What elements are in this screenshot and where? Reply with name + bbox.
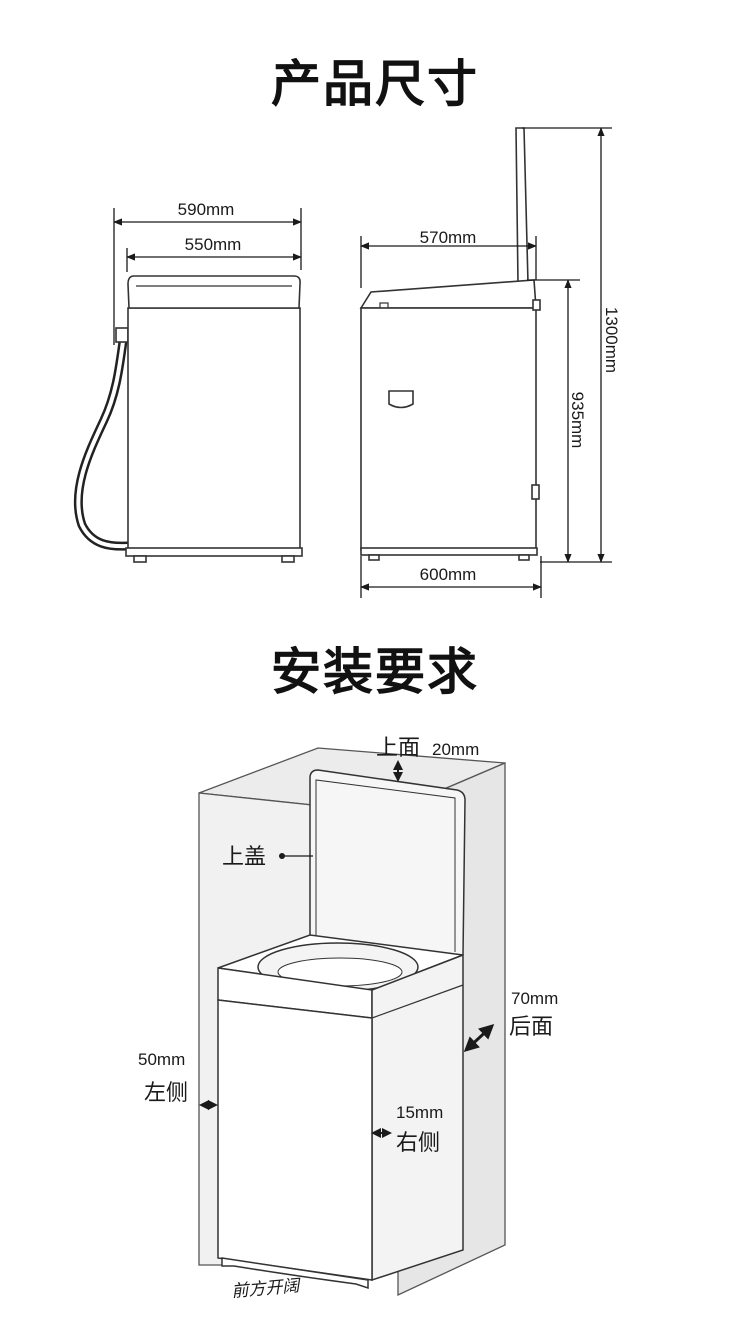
installation-requirements-title: 安装要求: [271, 643, 479, 701]
left-clearance-value: 50mm: [138, 1050, 185, 1069]
side-depth-top-label: 570mm: [420, 228, 477, 247]
back-clearance-value: 70mm: [511, 989, 558, 1008]
side-depth-bottom-label: 600mm: [420, 565, 477, 584]
back-clearance-label: 后面: [509, 1014, 553, 1039]
side-view-washer: [359, 127, 541, 561]
installation-washer: [217, 769, 466, 1290]
product-dimensions-title: 产品尺寸: [271, 55, 479, 113]
front-dimension-lines: [113, 208, 302, 345]
side-dimension-lines: [360, 127, 612, 598]
top-clearance-value: 20mm: [432, 740, 479, 759]
front-view-washer: [73, 275, 303, 563]
front-open-label: 前方开阔: [231, 1276, 302, 1301]
right-clearance-label: 右侧: [396, 1130, 440, 1155]
front-width-body-label: 550mm: [185, 235, 242, 254]
top-clearance-label: 上面: [376, 735, 420, 760]
side-height-closed-label: 935mm: [568, 392, 587, 449]
side-height-open-label: 1300mm: [602, 307, 621, 373]
right-clearance-value: 15mm: [396, 1103, 443, 1122]
lid-label: 上盖: [222, 844, 266, 869]
back-clearance-arrow: [463, 1023, 495, 1053]
left-clearance-label: 左侧: [144, 1080, 188, 1105]
front-width-outer-label: 590mm: [178, 200, 235, 219]
